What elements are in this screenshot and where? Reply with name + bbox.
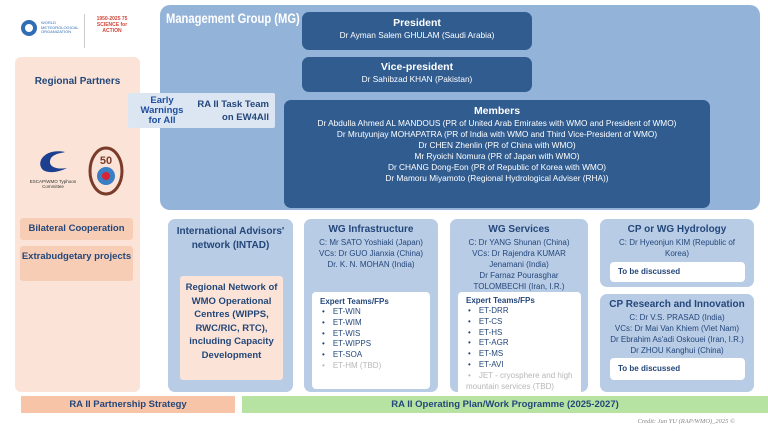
expert-team-item: ET-WIM (320, 318, 422, 329)
to-be-discussed-note: To be discussed (610, 358, 745, 380)
extrabudgetary-projects-box: Extrabudgetary projects (20, 246, 133, 281)
expert-team-item: ET-AVI (466, 360, 573, 371)
early-warnings-logo: Early Warnings for All (140, 95, 184, 126)
expert-team-item: ET-WIPPS (320, 339, 422, 350)
bilateral-cooperation-box: Bilateral Cooperation (20, 218, 133, 240)
svg-text:50: 50 (100, 155, 112, 167)
expert-team-item: ET-WIN (320, 307, 422, 318)
expert-team-item: ET-SOA (320, 350, 422, 361)
expert-team-item: ET-DRR (466, 306, 573, 317)
member-item: Dr CHEN Zhenlin (PR of China with WMO) (418, 140, 576, 150)
expert-team-item: ET-MS (466, 349, 573, 360)
partnership-strategy-bar: RA II Partnership Strategy (21, 396, 235, 413)
wmo-logo: WORLD METEOROLOGICAL ORGANIZATION (20, 18, 100, 38)
ew4all-task-team-box: Early Warnings for All RA II Task Team o… (128, 93, 275, 128)
credit-text: Credit: Jun YU (RAP/WMO)_2025 © (637, 418, 736, 425)
cp-hydrology-box: CP or WG Hydrology C: Dr Hyeonjun KIM (R… (600, 219, 754, 287)
anniversary-logo: 1950-2025 75 SCIENCE for ACTION (96, 16, 128, 34)
wg-infrastructure-box: WG Infrastructure C: Mr SATO Yoshiaki (J… (304, 219, 438, 392)
expert-team-item: ET-HS (466, 328, 573, 339)
wg-services-box: WG Services C: Dr YANG Shunan (China) VC… (450, 219, 588, 392)
escap-logo: ESCAP/WMO Typhoon Committee (28, 148, 78, 189)
management-group-title: Management Group (MG) (166, 10, 300, 26)
members-box: Members Dr Abdulla Ahmed AL MANDOUS (PR … (284, 100, 710, 208)
member-item: Dr CHANG Dong-Eon (PR of Republic of Kor… (387, 162, 607, 172)
expert-team-item-tbd: JET - cryosphere and high mountain servi… (466, 371, 573, 392)
member-item: Mr Ryoichi Nomura (PR of Japan with WMO) (414, 151, 580, 161)
expert-teams-list: Expert Teams/FPs ET-WIN ET-WIM ET-WIS ET… (312, 292, 430, 389)
logo-divider (84, 14, 85, 48)
wmo-emblem-icon (21, 20, 37, 36)
expert-team-item: ET-CS (466, 317, 573, 328)
member-item: Dr Abdulla Ahmed AL MANDOUS (PR of Unite… (317, 118, 677, 128)
president-box: President Dr Ayman Salem GHULAM (Saudi A… (302, 12, 532, 50)
member-item: Dr Mamoru Miyamoto (Regional Hydrologica… (385, 173, 609, 183)
expert-teams-list: Expert Teams/FPs ET-DRR ET-CS ET-HS ET-A… (458, 292, 581, 392)
to-be-discussed-note: To be discussed (610, 262, 745, 282)
expert-team-item: ET-AGR (466, 338, 573, 349)
expert-team-item-tbd: ET-HM (TBD) (320, 361, 422, 372)
member-item: Dr Mrutyunjay MOHAPATRA (PR of India wit… (336, 129, 658, 139)
anniversary-50-emblem-icon: 50 (88, 146, 124, 196)
regional-network-box: Regional Network of WMO Operational Cent… (180, 276, 283, 380)
typhoon-committee-icon (40, 151, 67, 173)
cp-research-box: CP Research and Innovation C: Dr V.S. PR… (600, 294, 754, 392)
regional-partners-title: Regional Partners (34, 76, 121, 87)
operating-plan-bar: RA II Operating Plan/Work Programme (202… (242, 396, 768, 413)
vice-president-box: Vice-president Dr Sahibzad KHAN (Pakista… (302, 57, 532, 92)
expert-team-item: ET-WIS (320, 329, 422, 340)
